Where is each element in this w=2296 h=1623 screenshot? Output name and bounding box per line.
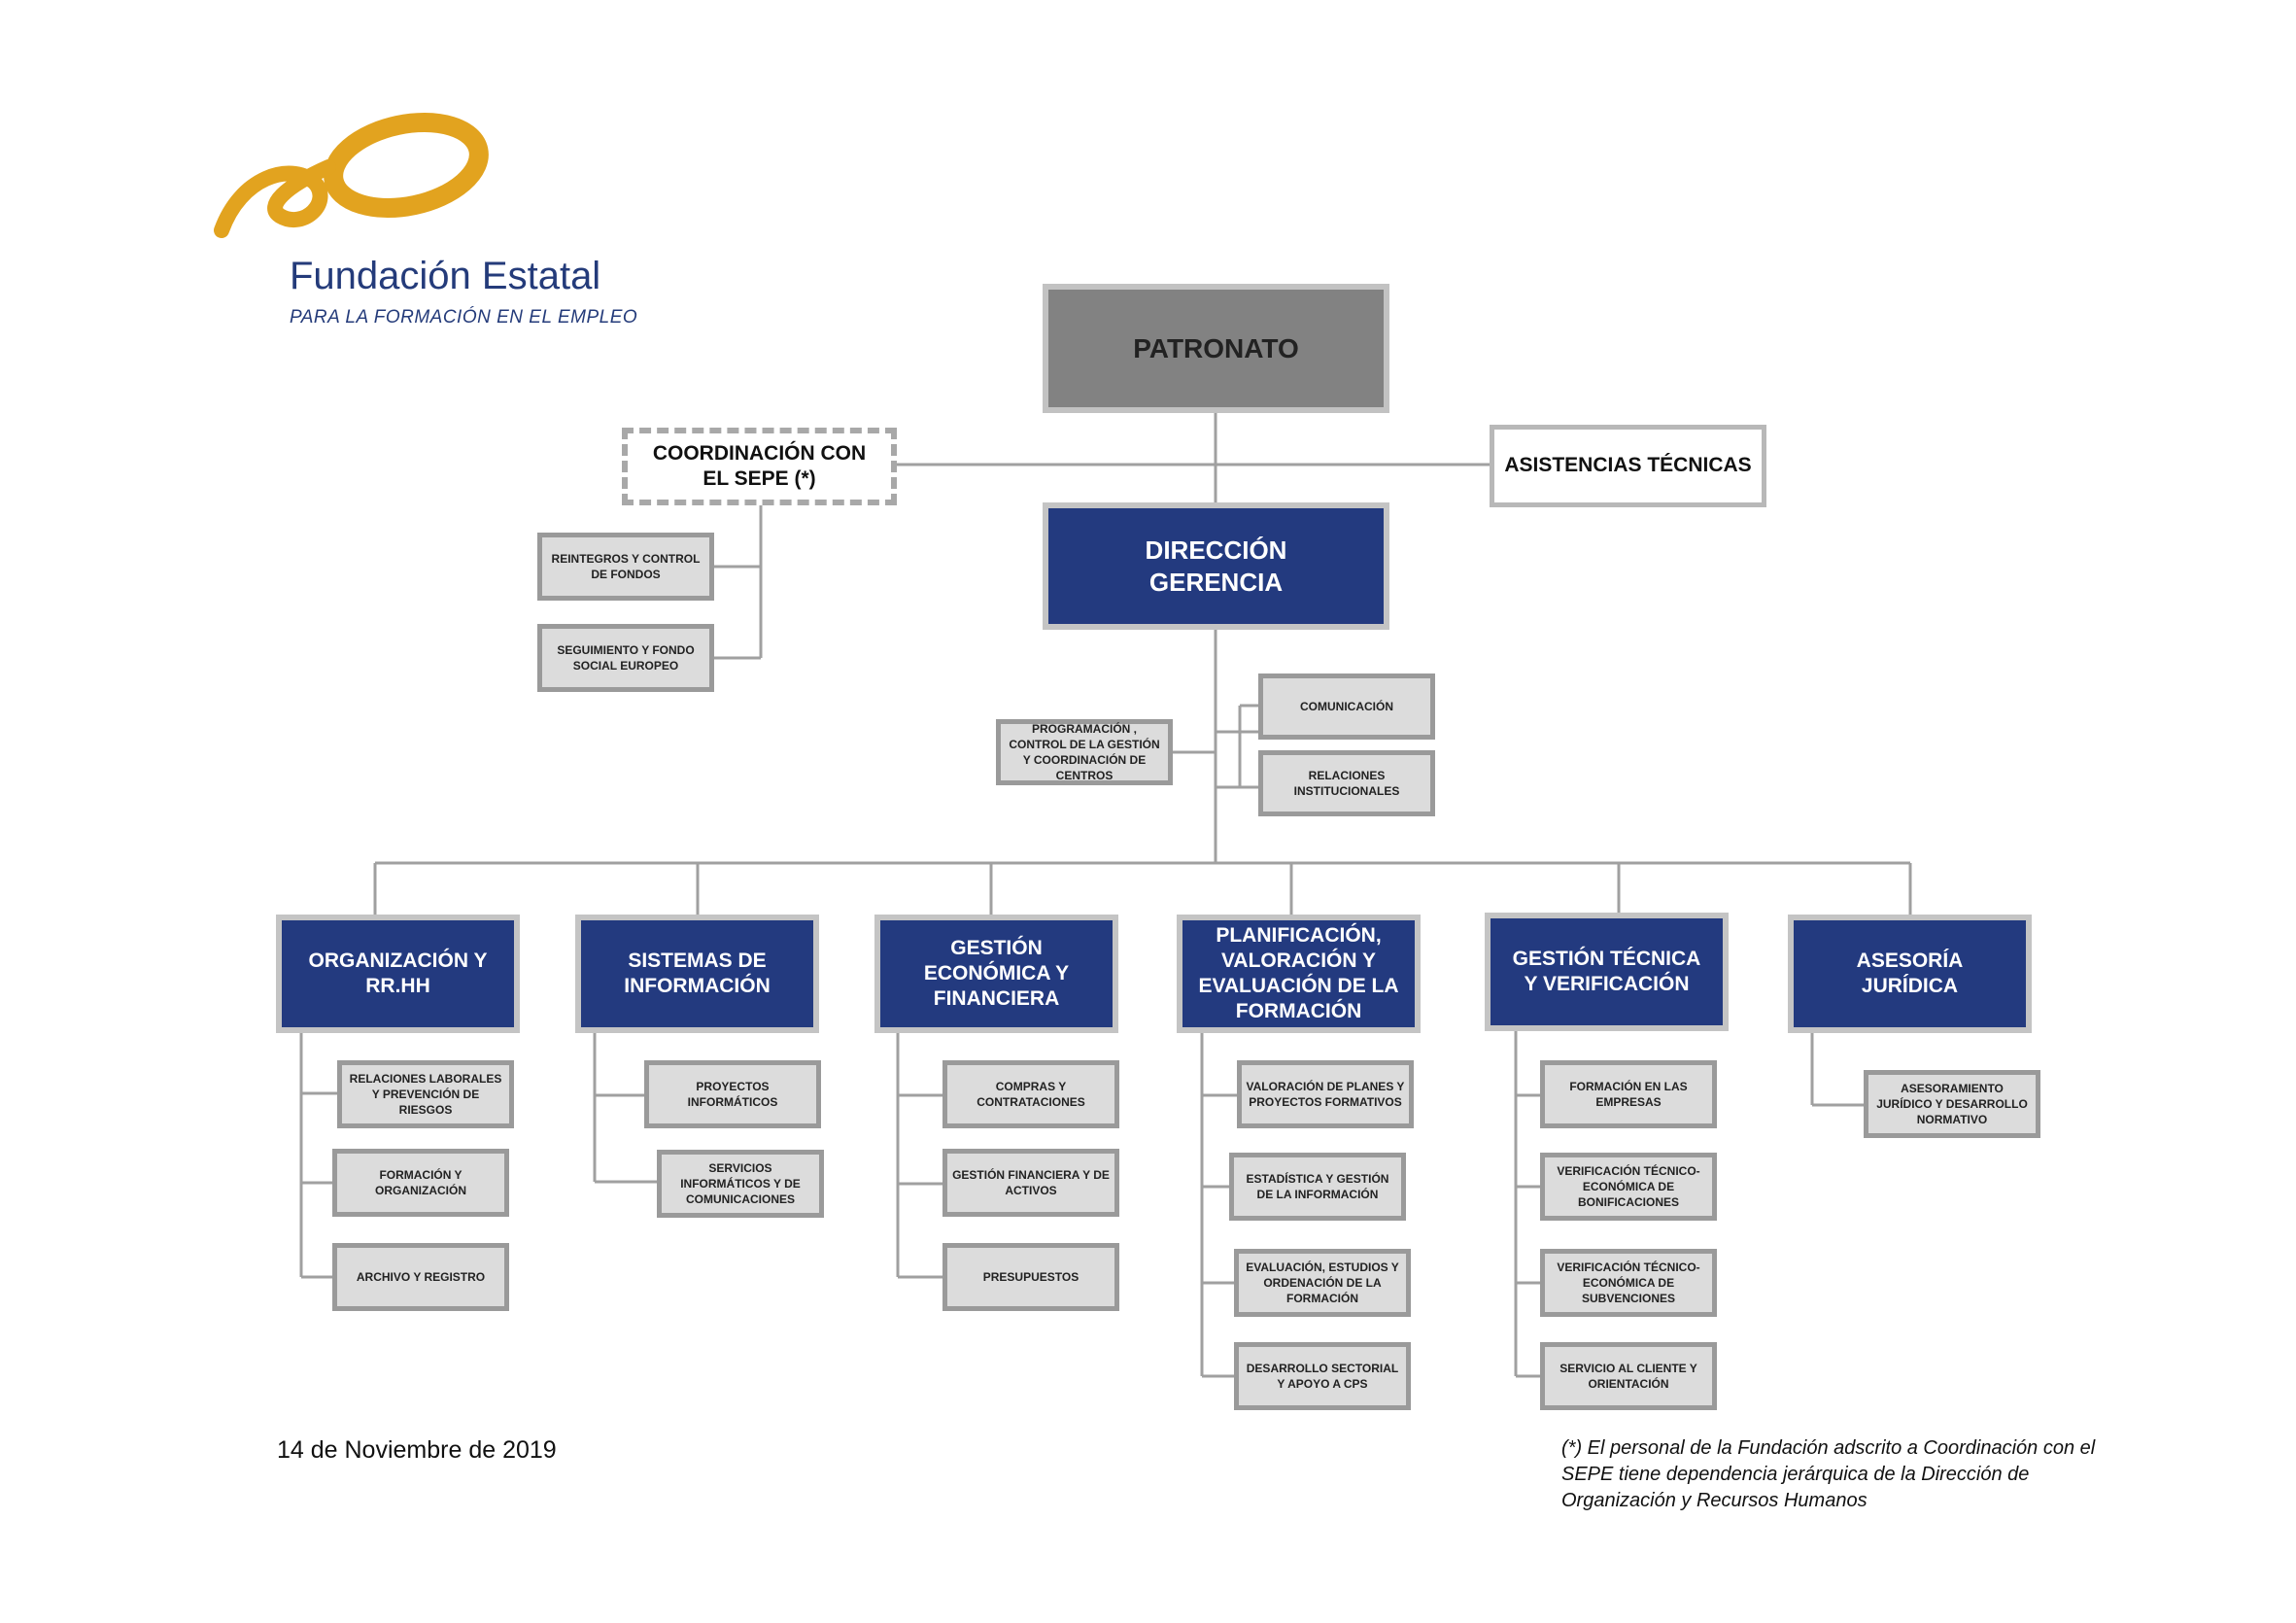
direccion-gerencia-box: DIRECCIÓN GERENCIA [1043,502,1389,630]
coordinacion-unit: SEGUIMIENTO Y FONDO SOCIAL EUROPEO [537,624,714,692]
area-box: ASESORÍA JURÍDICA [1788,915,2032,1033]
unit-box: COMPRAS Y CONTRATACIONES [942,1060,1119,1128]
area-box: SISTEMAS DE INFORMACIÓN [575,915,819,1033]
logo-subtitle: PARA LA FORMACIÓN EN EL EMPLEO [290,307,638,328]
unit-box: EVALUACIÓN, ESTUDIOS Y ORDENACIÓN DE LA … [1234,1249,1411,1317]
unit-box: PROYECTOS INFORMÁTICOS [644,1060,821,1128]
unit-box: FORMACIÓN EN LAS EMPRESAS [1540,1060,1717,1128]
direccion-staff-unit: PROGRAMACIÓN , CONTROL DE LA GESTIÓN Y C… [996,719,1173,785]
unit-box: VALORACIÓN DE PLANES Y PROYECTOS FORMATI… [1237,1060,1414,1128]
unit-box: ASESORAMIENTO JURÍDICO Y DESARROLLO NORM… [1864,1070,2040,1138]
unit-box: DESARROLLO SECTORIAL Y APOYO A CPS [1234,1342,1411,1410]
area-box: ORGANIZACIÓN Y RR.HH [276,915,520,1033]
coordinacion-sepe-box: COORDINACIÓN CON EL SEPE (*) [622,428,897,505]
unit-box: VERIFICACIÓN TÉCNICO- ECONÓMICA DE SUBVE… [1540,1249,1717,1317]
unit-box: SERVICIO AL CLIENTE Y ORIENTACIÓN [1540,1342,1717,1410]
area-box: PLANIFICACIÓN, VALORACIÓN Y EVALUACIÓN D… [1177,915,1421,1033]
fundae-logo-symbol [214,112,489,238]
asistencias-tecnicas-box: ASISTENCIAS TÉCNICAS [1490,425,1766,507]
unit-box: SERVICIOS INFORMÁTICOS Y DE COMUNICACION… [657,1150,824,1218]
footnote: (*) El personal de la Fundación adscrito… [1561,1437,2096,1511]
area-box: GESTIÓN TÉCNICA Y VERIFICACIÓN [1485,913,1729,1031]
logo-title: Fundación Estatal [290,255,601,297]
direccion-staff-unit: COMUNICACIÓN [1258,673,1435,740]
unit-box: PRESUPUESTOS [942,1243,1119,1311]
direccion-staff-unit: RELACIONES INSTITUCIONALES [1258,750,1435,816]
unit-box: FORMACIÓN Y ORGANIZACIÓN [332,1149,509,1217]
unit-box: GESTIÓN FINANCIERA Y DE ACTIVOS [942,1149,1119,1217]
chart-date: 14 de Noviembre de 2019 [277,1436,557,1464]
unit-box: ESTADÍSTICA Y GESTIÓN DE LA INFORMACIÓN [1229,1153,1406,1221]
coordinacion-unit: REINTEGROS Y CONTROL DE FONDOS [537,533,714,601]
area-box: GESTIÓN ECONÓMICA Y FINANCIERA [874,915,1118,1033]
unit-box: ARCHIVO Y REGISTRO [332,1243,509,1311]
unit-box: RELACIONES LABORALES Y PREVENCIÓN DE RIE… [337,1060,514,1128]
unit-box: VERIFICACIÓN TÉCNICO- ECONÓMICA DE BONIF… [1540,1153,1717,1221]
patronato-box: PATRONATO [1043,284,1389,413]
